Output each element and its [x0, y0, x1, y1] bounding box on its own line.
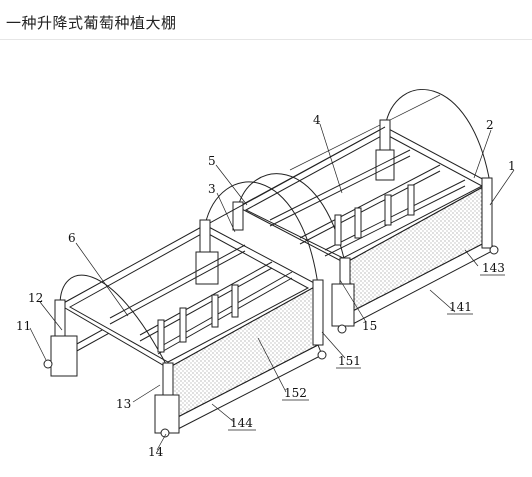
rear-post-front-cyl: [331, 283, 355, 327]
front-post-front-cyl: [154, 394, 180, 434]
front-lift-col-4: [231, 284, 239, 318]
leader-14: [156, 433, 167, 451]
rear-rail-2b: [299, 170, 441, 245]
front-wheel-front: [160, 428, 170, 438]
rear-lift-col-4: [407, 184, 415, 216]
callout-1: 1: [508, 159, 516, 173]
page-title: 一种升降式葡萄种植大棚: [6, 15, 177, 32]
leader-152: [257, 337, 287, 393]
front-lift-col-2: [179, 307, 187, 343]
leader-12: [39, 301, 63, 331]
callout-151: 151: [338, 354, 361, 368]
rear-lift-col-2: [354, 207, 362, 239]
front-rail-1b: [109, 250, 246, 325]
front-post-front: [162, 362, 174, 399]
leader-2: [473, 129, 492, 179]
front-post-back-cyl: [195, 251, 219, 285]
callout-2: 2: [486, 118, 494, 132]
front-post-back: [199, 219, 211, 256]
rear-arch-ridge: [289, 94, 441, 171]
leader-15: [339, 279, 367, 323]
rear-post-back-cyl: [375, 149, 395, 181]
callout-143: 143: [482, 261, 505, 275]
callout-152: 152: [284, 386, 307, 400]
callout-12: 12: [28, 291, 43, 305]
leader-1: [489, 169, 515, 206]
patent-figure: 1 2 3 4 5 6 11 12 13 14 15 141 143 144 1…: [0, 40, 532, 477]
callout-13: 13: [116, 397, 131, 411]
rear-module: [232, 89, 499, 334]
rear-wheel-front: [337, 324, 347, 334]
leader-3: [216, 192, 236, 233]
callout-labels: 1 2 3 4 5 6 11 12 13 14 15 141 143 144 1…: [16, 113, 516, 459]
rear-rail-3: [324, 179, 466, 251]
front-arch-front: [59, 274, 169, 369]
leader-11: [29, 327, 47, 361]
rear-lift-col-1: [334, 214, 342, 246]
rear-arch-back: [384, 89, 491, 184]
callout-leaders: [29, 123, 515, 451]
callout-11: 11: [16, 319, 31, 333]
front-post-left: [54, 299, 66, 341]
callout-6: 6: [68, 231, 76, 245]
rear-rail-2: [299, 164, 441, 239]
front-lift-col-3: [211, 294, 219, 328]
rear-post-right: [481, 177, 493, 249]
front-arch-back: [204, 181, 319, 286]
front-top-frame-inner: [68, 231, 310, 363]
leader-5: [215, 164, 248, 206]
leader-6: [75, 242, 129, 317]
rear-rail-3b: [324, 185, 466, 257]
callout-4: 4: [313, 113, 321, 127]
callout-3: 3: [208, 182, 216, 196]
callout-5: 5: [208, 154, 216, 168]
callout-15: 15: [362, 319, 377, 333]
callout-144: 144: [230, 416, 253, 430]
leader-4: [319, 123, 343, 194]
front-module: [43, 181, 327, 438]
rear-lift-col-3: [384, 194, 392, 226]
rear-rail-1: [269, 149, 411, 221]
rear-rail-1b: [269, 155, 411, 227]
leader-141: [429, 289, 456, 313]
title-bar: 一种升降式葡萄种植大棚: [0, 0, 532, 40]
leader-143: [464, 249, 479, 267]
leader-144: [211, 403, 235, 423]
front-rail-1: [109, 244, 246, 319]
front-wheel-left: [43, 359, 53, 369]
front-wheel-right: [317, 350, 327, 360]
callout-14: 14: [148, 445, 164, 459]
rear-post-left: [232, 201, 244, 231]
front-post-left-cyl: [50, 335, 78, 377]
greenhouse-drawing: 1 2 3 4 5 6 11 12 13 14 15 141 143 144 1…: [16, 89, 516, 459]
callout-141: 141: [449, 300, 472, 314]
front-lift-col-1: [157, 319, 165, 353]
leader-151: [321, 331, 346, 359]
front-post-right: [312, 279, 324, 346]
rear-wheel-right: [489, 245, 499, 255]
leader-13: [132, 384, 161, 403]
